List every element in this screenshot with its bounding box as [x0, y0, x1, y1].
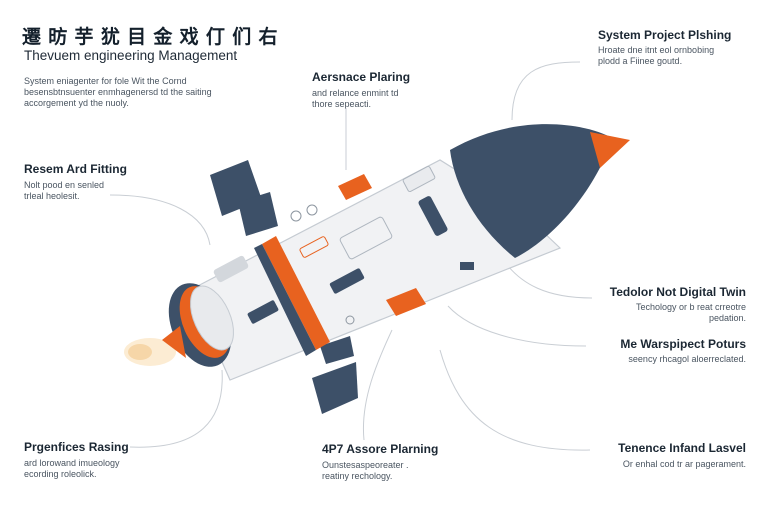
callout-assure: 4P7 Assore Plarning Ounstesaspeoreater .… — [322, 442, 472, 482]
fin-top-2 — [238, 192, 278, 236]
bolt-3 — [345, 315, 355, 325]
panel-dark — [329, 268, 365, 294]
fin-bottom-small — [320, 336, 354, 364]
callout-line: Hroate dne itnt eol ornbobing — [598, 45, 715, 55]
rocket — [162, 124, 630, 414]
callout-line: Nolt pood en senled — [24, 180, 105, 190]
bracket-bottom — [386, 288, 426, 316]
callout-heading: 4P7 Assore Plarning — [322, 442, 439, 456]
intro-line: System eniagenter for fole Wit the Cornd — [24, 76, 187, 86]
panel-dark-2 — [247, 300, 279, 324]
callout-heading: Prgenfices Rasing — [24, 440, 129, 454]
callout-heading: Resem Ard Fitting — [24, 162, 127, 176]
callout-line: seency rhcagol aloerreclated. — [628, 354, 746, 364]
callout-aerospace: Aersnace Plaring and relance enmint td t… — [312, 70, 462, 110]
callout-line: Ounstesaspeoreater . — [322, 460, 409, 470]
connector-warshipect — [447, 305, 587, 347]
callout-progress: Prgenfices Rasing ard lorowand imueology… — [24, 440, 194, 480]
intro-text: System eniagenter for fole Wit the Cornd… — [24, 76, 264, 109]
callout-line: ard lorowand imueology — [24, 458, 120, 468]
panel-2 — [339, 216, 393, 260]
cylinder-part — [213, 255, 249, 283]
connector-research — [109, 194, 211, 246]
bolt-2 — [306, 204, 318, 216]
bolt-1 — [290, 210, 302, 222]
connector-assure — [362, 329, 393, 441]
small-block — [460, 262, 474, 270]
orange-outline-part — [299, 236, 329, 258]
callout-heading: Aersnace Plaring — [312, 70, 411, 84]
navy-band — [254, 244, 316, 356]
orange-band — [262, 236, 330, 350]
nose-tip — [590, 132, 630, 168]
callout-line: thore sepeacti. — [312, 99, 372, 109]
window-dark — [418, 196, 448, 236]
fin-bottom — [312, 362, 358, 414]
callout-research: Resem Ard Fitting Nolt pood en senled tr… — [24, 162, 194, 202]
exhaust-core — [128, 344, 152, 360]
callout-tenence: Tenence Infand Lasvel Or enhal cod tr ar… — [596, 441, 746, 470]
bracket-top — [338, 174, 372, 200]
callout-digital-twin: Tedolor Not Digital Twin Techology or b … — [596, 285, 746, 324]
connector-tenence — [439, 349, 591, 451]
callout-line: Or enhal cod tr ar pagerament. — [622, 459, 746, 469]
callout-system-project: System Project Plshing Hroate dne itnt e… — [598, 28, 748, 67]
connector-system-project — [511, 61, 581, 121]
callout-line: Techology or b reat crreotre — [635, 302, 746, 312]
callout-heading: Tenence Infand Lasvel — [618, 441, 746, 455]
engine-face — [190, 285, 234, 351]
callout-line: pedation. — [708, 313, 746, 323]
intro-line: besensbtnsuenter enmhagenersd td the sai… — [24, 87, 212, 97]
connector-progress — [129, 369, 223, 448]
callout-heading: Tedolor Not Digital Twin — [609, 285, 746, 299]
callout-heading: System Project Plshing — [598, 28, 732, 42]
callout-line: plodd a Fiinee goutd. — [598, 56, 683, 66]
page-title: 遷 昉 芋 犹 目 ⾦ 戏 仃 们 右 — [22, 27, 279, 48]
callout-warshipect: Me Warspipect Poturs seency rhcagol aloe… — [596, 337, 746, 365]
callout-line: trleal heolesit. — [24, 191, 80, 201]
callout-line: reatiny rechology. — [322, 471, 393, 481]
thruster-flame — [162, 326, 186, 358]
callout-heading: Me Warspipect Poturs — [620, 337, 746, 351]
callout-line: and relance enmint td — [312, 88, 399, 98]
connector-lines — [109, 61, 593, 451]
intro-line: accorgement yd the nuoly. — [24, 98, 129, 108]
page-subtitle: Thevuem engineering Management — [24, 48, 238, 63]
callout-line: ecording roleolick. — [24, 469, 97, 479]
panel-1 — [402, 165, 436, 193]
nose-cone — [450, 124, 612, 258]
